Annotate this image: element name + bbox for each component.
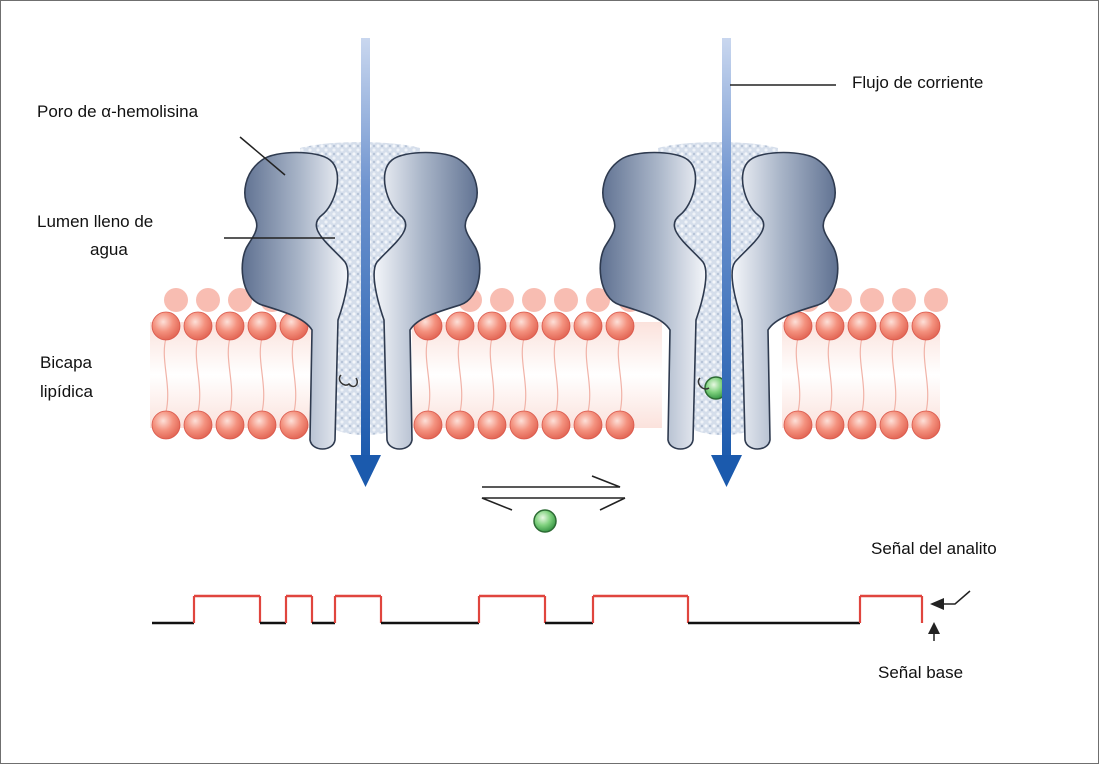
lipid-head-back bbox=[892, 288, 916, 312]
lipid-head-top bbox=[912, 312, 940, 340]
lipid-head-top bbox=[152, 312, 180, 340]
label-analyte-signal: Señal del analito bbox=[871, 537, 997, 561]
lipid-head-top bbox=[880, 312, 908, 340]
lipid-head-back bbox=[860, 288, 884, 312]
free-analyte-icon bbox=[534, 510, 556, 532]
lipid-head-back bbox=[554, 288, 578, 312]
equilibrium-arrows-icon bbox=[482, 476, 625, 510]
lipid-head-top bbox=[510, 312, 538, 340]
lipid-head-bottom bbox=[478, 411, 506, 439]
label-lumen-line2: agua bbox=[90, 238, 128, 262]
lipid-head-bottom bbox=[152, 411, 180, 439]
lipid-head-bottom bbox=[216, 411, 244, 439]
lipid-head-bottom bbox=[184, 411, 212, 439]
lipid-head-top bbox=[784, 312, 812, 340]
lipid-head-bottom bbox=[248, 411, 276, 439]
lipid-head-top bbox=[848, 312, 876, 340]
lipid-head-bottom bbox=[816, 411, 844, 439]
lipid-head-bottom bbox=[446, 411, 474, 439]
lipid-head-back bbox=[924, 288, 948, 312]
label-lumen-line1: Lumen lleno de bbox=[37, 210, 153, 234]
lipid-head-top bbox=[606, 312, 634, 340]
lipid-head-top bbox=[574, 312, 602, 340]
lipid-head-back bbox=[164, 288, 188, 312]
lipid-head-top bbox=[816, 312, 844, 340]
lipid-head-back bbox=[490, 288, 514, 312]
lipid-head-top bbox=[478, 312, 506, 340]
lipid-head-bottom bbox=[848, 411, 876, 439]
lipid-head-top bbox=[542, 312, 570, 340]
lipid-bilayer bbox=[150, 288, 948, 439]
lipid-head-bottom bbox=[880, 411, 908, 439]
lipid-head-bottom bbox=[542, 411, 570, 439]
lipid-head-bottom bbox=[784, 411, 812, 439]
lipid-head-bottom bbox=[606, 411, 634, 439]
label-pore: Poro de α-hemolisina bbox=[37, 100, 198, 124]
lipid-head-top bbox=[446, 312, 474, 340]
label-current: Flujo de corriente bbox=[852, 71, 983, 95]
signal-trace bbox=[152, 596, 922, 623]
lipid-head-top bbox=[248, 312, 276, 340]
lipid-head-bottom bbox=[280, 411, 308, 439]
lipid-head-bottom bbox=[574, 411, 602, 439]
lipid-head-bottom bbox=[414, 411, 442, 439]
lipid-head-back bbox=[522, 288, 546, 312]
lipid-head-bottom bbox=[912, 411, 940, 439]
label-base-signal: Señal base bbox=[878, 661, 963, 685]
lipid-head-back bbox=[196, 288, 220, 312]
label-bilayer-line2: lipídica bbox=[40, 380, 93, 404]
lipid-head-bottom bbox=[510, 411, 538, 439]
lipid-head-top bbox=[216, 312, 244, 340]
label-bilayer-line1: Bicapa bbox=[40, 351, 92, 375]
lipid-head-top bbox=[184, 312, 212, 340]
